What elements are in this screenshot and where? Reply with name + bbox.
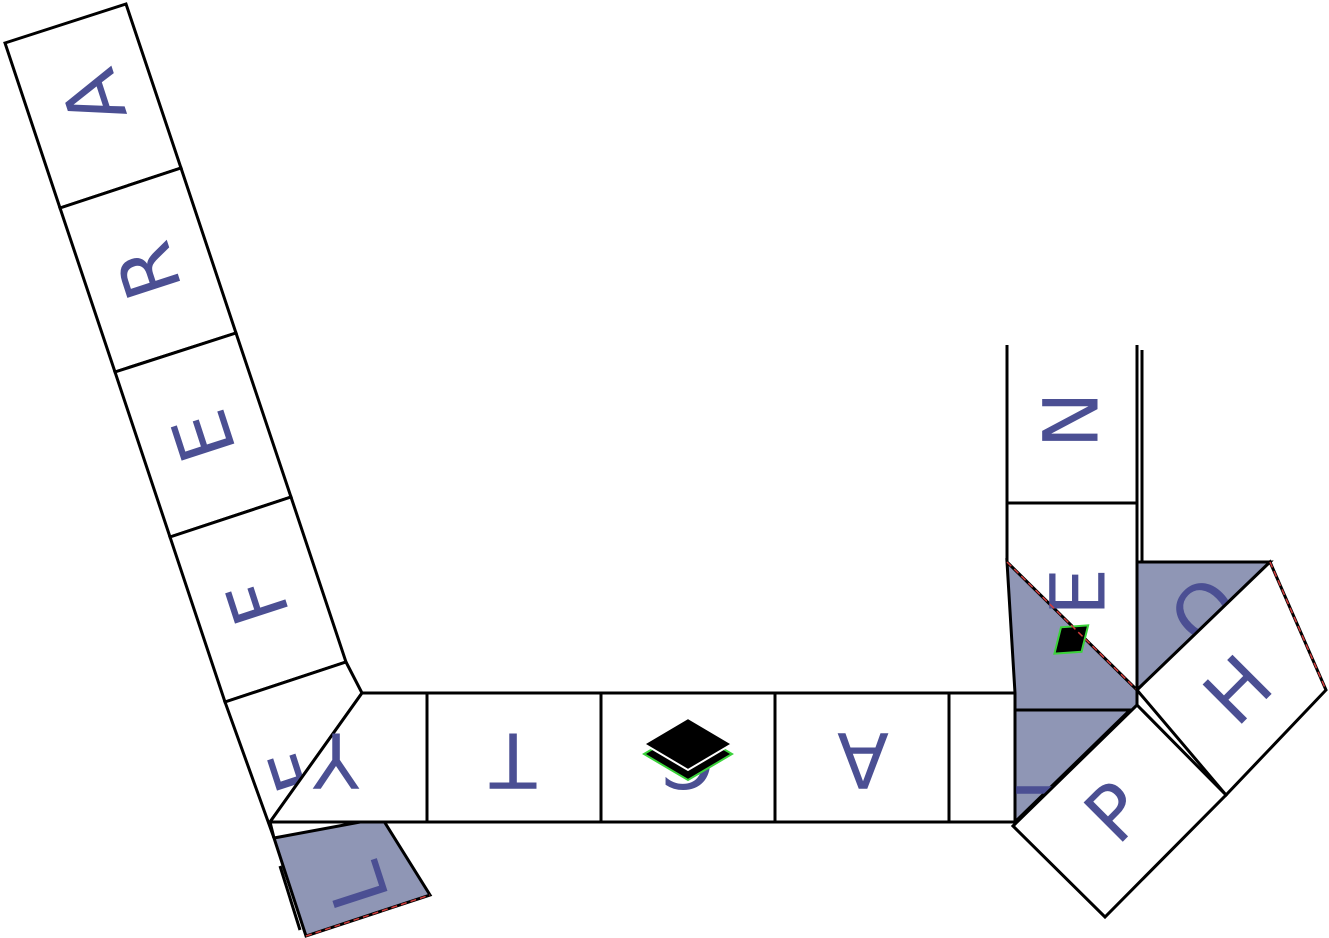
fold-seam xyxy=(1269,561,1327,691)
layers-icon xyxy=(642,716,734,782)
bottom-row-tile[interactable] xyxy=(947,691,1017,824)
corner-wall xyxy=(278,865,302,931)
left-arm: A R E F F L xyxy=(3,2,433,938)
bottom-row-letter: A xyxy=(837,716,889,805)
right-column-letter: N xyxy=(1027,392,1116,449)
bottom-row-letter: T xyxy=(489,716,537,805)
bottom-row: Y T C A xyxy=(267,691,1017,824)
layers-icon xyxy=(1053,624,1090,655)
diagonal-arm-tile[interactable] xyxy=(1134,559,1328,798)
fold-seam xyxy=(305,894,431,937)
right-diagonal: O H P xyxy=(1010,559,1328,920)
bottom-row-letter: Y xyxy=(312,716,360,805)
diagonal-arm-tile[interactable] xyxy=(1010,702,1229,920)
bottom-row-tile[interactable] xyxy=(773,691,951,824)
bottom-row-tile[interactable] xyxy=(425,691,603,824)
fold-seam xyxy=(1006,561,1138,691)
right-column-letter: E xyxy=(1034,568,1123,616)
